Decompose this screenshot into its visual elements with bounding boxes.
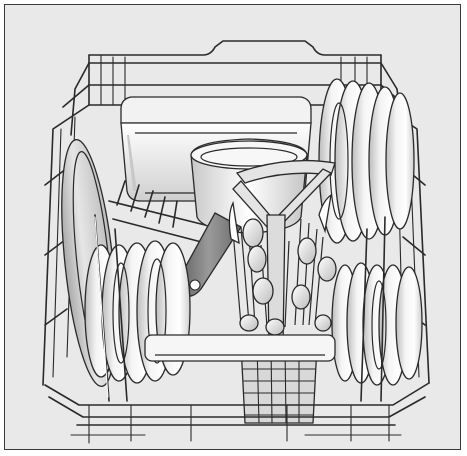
cutlery [228, 193, 337, 336]
dishwasher-rack-illustration [42, 40, 430, 444]
rack-front-wire [44, 214, 430, 444]
plates-left-front [84, 240, 191, 384]
illustration-frame [4, 4, 461, 450]
cutlery-basket [240, 344, 318, 424]
cutlery-basket-bar [144, 334, 336, 362]
rack-tines [108, 180, 214, 246]
plates-right-back [318, 78, 415, 244]
cutlery-basket-handle [232, 159, 336, 346]
plates-right-front [331, 262, 423, 386]
